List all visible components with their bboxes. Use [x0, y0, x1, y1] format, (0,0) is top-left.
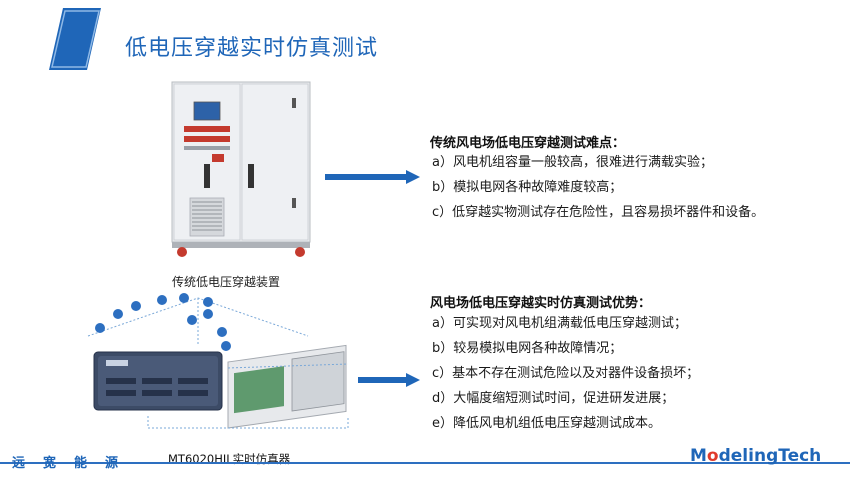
- cabinet-caption: 传统低电压穿越装置: [172, 275, 281, 289]
- title-accent-shape: [49, 8, 101, 70]
- ldvrt-cabinet-image: [171, 81, 311, 257]
- brand-suffix: delingTech: [718, 446, 822, 466]
- list-item: e）降低风电机组低电压穿越测试成本。: [432, 416, 661, 431]
- difficulties-title: 传统风电场低电压穿越测试难点：: [430, 136, 626, 151]
- list-item: c）基本不存在测试危险以及对器件设备损坏；: [432, 366, 700, 381]
- brand-prefix: M: [690, 446, 707, 466]
- modelingtech-logo: ModelingTech: [690, 446, 821, 466]
- footer-divider: [0, 462, 850, 464]
- difficulties-list: a）风电机组容量一般较高，很难进行满载实验； b）模拟电网各种故障难度较高； c…: [432, 150, 764, 225]
- company-logo-text: 远宽能源: [12, 456, 137, 471]
- arrow-right-icon: [358, 373, 420, 387]
- brand-o: o: [706, 446, 719, 466]
- simulator-caption: MT6020HIL实时仿真器: [168, 452, 291, 466]
- arrow-right-icon: [325, 170, 420, 184]
- advantages-title: 风电场低电压穿越实时仿真测试优势：: [430, 296, 652, 311]
- list-item: d）大幅度缩短测试时间，促进研发进展；: [432, 391, 675, 406]
- page-title: 低电压穿越实时仿真测试: [125, 36, 379, 61]
- advantages-list: a）可实现对风电机组满载低电压穿越测试； b）较易模拟电网各种故障情况； c）基…: [432, 311, 699, 436]
- list-item: a）可实现对风电机组满载低电压穿越测试；: [432, 316, 687, 331]
- list-item: b）较易模拟电网各种故障情况；: [432, 341, 623, 356]
- list-item: b）模拟电网各种故障难度较高；: [432, 180, 623, 195]
- list-item: c）低穿越实物测试存在危险性，且容易损坏器件和设备。: [432, 205, 765, 220]
- simulator-image: [87, 293, 349, 429]
- list-item: a）风电机组容量一般较高，很难进行满载实验；: [432, 155, 713, 170]
